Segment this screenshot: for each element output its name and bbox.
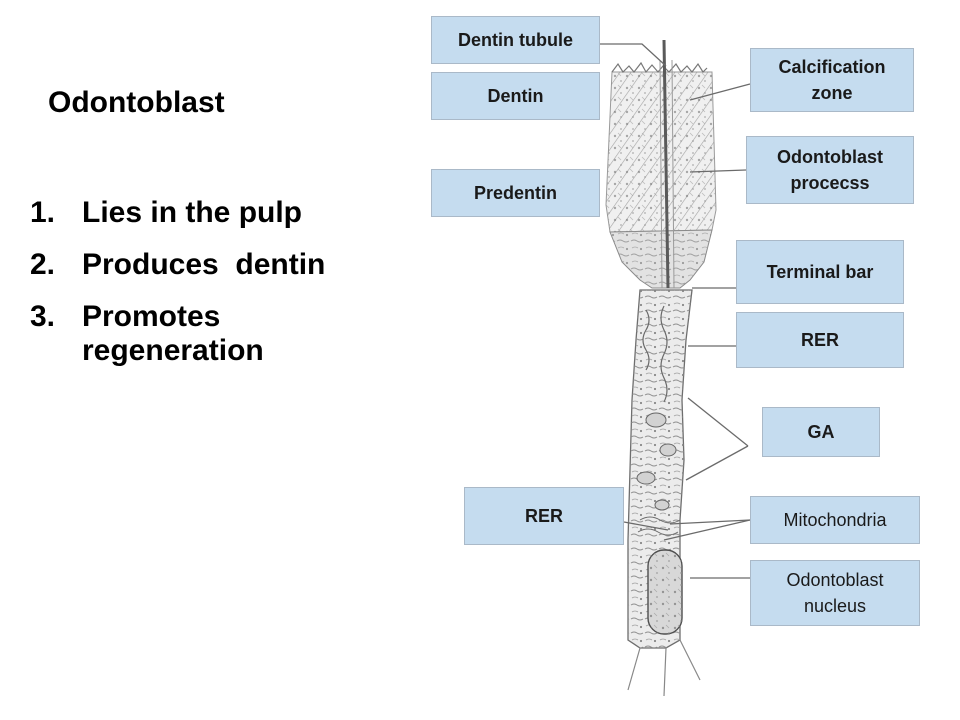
list-item: 2. Produces dentin [30, 248, 400, 282]
leader-dentin-tubule [600, 43, 667, 67]
pulp-tail [627, 639, 701, 697]
predentin-zone [609, 229, 713, 289]
label-mitochondria: Mitochondria [750, 496, 920, 544]
label-rer-right: RER [736, 312, 904, 368]
leader-ga-lower [685, 445, 749, 481]
list-text: Produces dentin [82, 248, 326, 281]
list-text: Promotes regeneration [82, 300, 264, 367]
label-odontoblast-nucleus: Odontoblast nucleus [750, 560, 920, 626]
leader-mitochondria-1 [669, 519, 751, 525]
slide-title: Odontoblast [48, 86, 225, 119]
label-rer-left: RER [464, 487, 624, 545]
label-terminal-bar: Terminal bar [736, 240, 904, 304]
label-predentin: Predentin [431, 169, 600, 217]
list-number: 2. [30, 248, 56, 281]
leader-rer-left [623, 521, 669, 531]
label-calcification-zone: Calcification zone [750, 48, 914, 112]
list-item: 1. Lies in the pulp [30, 196, 400, 230]
leader-calcification-zone [689, 83, 751, 101]
label-dentin: Dentin [431, 72, 600, 120]
feature-list: 1. Lies in the pulp 2. Produces dentin 3… [30, 196, 400, 386]
leader-ga-upper [687, 397, 749, 447]
label-odontoblast-process: Odontoblast procecss [746, 136, 914, 204]
list-number: 3. [30, 300, 56, 333]
odontoblast-process [659, 39, 675, 289]
label-dentin-tubule: Dentin tubule [431, 16, 600, 64]
label-ga: GA [762, 407, 880, 457]
odontoblast-nucleus-shape [647, 549, 683, 635]
leader-odontoblast-process [689, 169, 747, 173]
leader-mitochondria-2 [663, 519, 751, 541]
list-number: 1. [30, 196, 56, 229]
leader-lines [600, 43, 751, 579]
list-item: 3. Promotes regeneration [30, 300, 400, 368]
list-text: Lies in the pulp [82, 196, 303, 229]
